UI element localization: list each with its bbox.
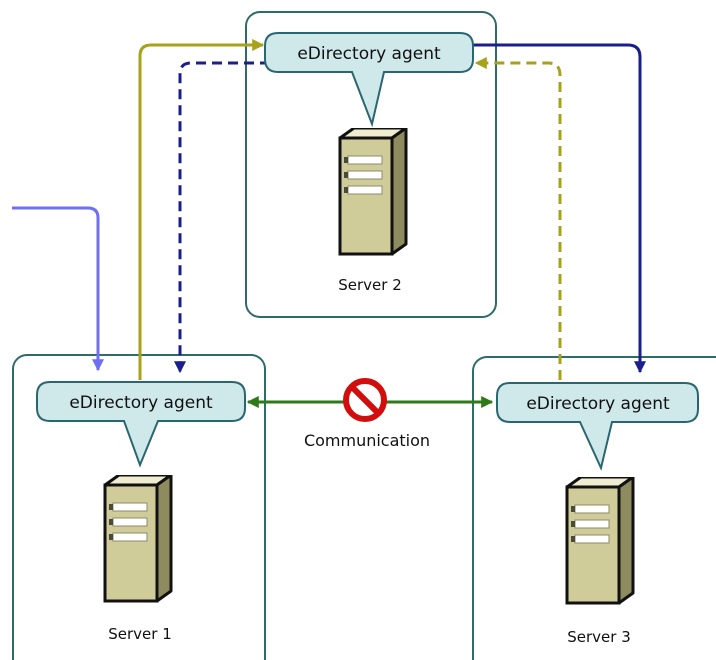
server-2-agent-bubble: eDirectory agent — [264, 32, 474, 128]
navy-arrow-s2-to-s3 — [472, 43, 646, 374]
prohibited-icon — [343, 378, 387, 422]
server-3-icon — [565, 477, 635, 605]
olive-arrow-s1-to-s2 — [138, 39, 265, 380]
server-1-agent-bubble: eDirectory agent — [36, 381, 246, 468]
server-1-agent-label: eDirectory agent — [69, 393, 213, 413]
communication-label: Communication — [304, 431, 430, 450]
olive-dashed-arrow-s3-to-s2 — [474, 57, 562, 380]
server-2-icon — [338, 128, 408, 256]
server-3-agent-label: eDirectory agent — [526, 394, 670, 414]
navy-dashed-arrow-s2-to-s1 — [174, 61, 270, 374]
server-3-label: Server 3 — [567, 628, 631, 646]
server-1-label: Server 1 — [108, 625, 172, 643]
server-1-icon — [103, 475, 173, 603]
server-2-label: Server 2 — [338, 276, 402, 294]
server-2-agent-label: eDirectory agent — [297, 44, 441, 64]
server-3-agent-bubble: eDirectory agent — [496, 382, 699, 472]
incoming-request-arrow — [12, 206, 104, 372]
